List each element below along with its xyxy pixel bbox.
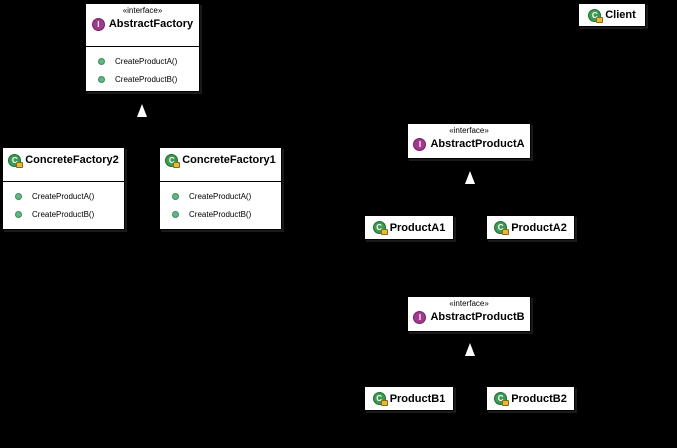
- class-header: C ProductA1: [365, 216, 453, 239]
- class-name: AbstractProductA: [430, 138, 525, 150]
- class-name: Client: [605, 9, 636, 21]
- interface-icon: I: [413, 310, 427, 324]
- compartment-divider: [3, 181, 124, 182]
- key-icon: [596, 16, 604, 23]
- operation-label: CreateProductA(): [115, 56, 178, 66]
- operation-label: CreateProductB(): [32, 209, 95, 219]
- public-operation-icon: [98, 57, 105, 65]
- product-b1-class[interactable]: C ProductB1: [364, 386, 454, 411]
- class-icon: C: [165, 153, 181, 168]
- class-name: ProductA1: [389, 221, 446, 234]
- operation-row[interactable]: CreateProductB(): [160, 205, 281, 223]
- product-a2-class[interactable]: C ProductA2: [486, 215, 575, 240]
- interface-icon: I: [91, 17, 105, 31]
- class-icon: C: [494, 221, 510, 235]
- inheritance-arrow-icon: [465, 343, 475, 356]
- class-header: «interface» I AbstractFactory: [86, 4, 199, 42]
- abstract-product-b-class[interactable]: «interface» I AbstractProductB: [407, 296, 531, 332]
- product-b2-class[interactable]: C ProductB2: [486, 386, 575, 411]
- stereotype-label: «interface»: [449, 299, 489, 308]
- class-name: ProductB2: [511, 392, 567, 405]
- operations-compartment: CreateProductA() CreateProductB(): [3, 182, 124, 227]
- class-header: C ConcreteFactory2: [3, 148, 124, 172]
- compartment-divider: [160, 181, 281, 182]
- class-name: ProductB1: [389, 392, 446, 405]
- concrete-factory1-class[interactable]: C ConcreteFactory1 CreateProductA() Crea…: [159, 147, 282, 230]
- operation-label: CreateProductB(): [115, 74, 178, 84]
- operations-compartment: CreateProductA() CreateProductB(): [86, 47, 199, 92]
- operation-label: CreateProductB(): [189, 209, 252, 219]
- public-operation-icon: [15, 192, 22, 200]
- key-icon: [16, 161, 24, 168]
- class-name: ProductA2: [511, 221, 567, 234]
- abstract-factory-class[interactable]: «interface» I AbstractFactory CreateProd…: [85, 3, 200, 92]
- stereotype-label: «interface»: [122, 6, 163, 15]
- key-icon: [380, 229, 388, 235]
- inheritance-arrow-icon: [137, 104, 147, 117]
- class-icon: C: [372, 221, 388, 235]
- key-icon: [173, 161, 181, 168]
- public-operation-icon: [98, 75, 105, 83]
- class-header: C ProductA2: [487, 216, 574, 239]
- class-name: AbstractFactory: [108, 18, 194, 30]
- abstract-product-a-class[interactable]: «interface» I AbstractProductA: [407, 123, 531, 159]
- operation-row[interactable]: CreateProductA(): [86, 52, 199, 70]
- class-header: «interface» I AbstractProductB: [408, 297, 530, 331]
- operations-compartment: CreateProductA() CreateProductB(): [160, 182, 281, 227]
- operation-label: CreateProductA(): [32, 191, 95, 201]
- product-a1-class[interactable]: C ProductA1: [364, 215, 454, 240]
- class-name: ConcreteFactory2: [25, 154, 119, 166]
- operation-row[interactable]: CreateProductB(): [86, 70, 199, 88]
- class-name: AbstractProductB: [430, 311, 525, 323]
- key-icon: [502, 400, 510, 406]
- class-header: C Client: [579, 4, 645, 26]
- class-header: C ConcreteFactory1: [160, 148, 281, 172]
- concrete-factory2-class[interactable]: C ConcreteFactory2 CreateProductA() Crea…: [2, 147, 125, 230]
- operation-row[interactable]: CreateProductA(): [160, 187, 281, 205]
- operation-label: CreateProductA(): [189, 191, 252, 201]
- public-operation-icon: [15, 210, 22, 218]
- class-header: C ProductB2: [487, 387, 574, 410]
- public-operation-icon: [172, 210, 179, 218]
- key-icon: [502, 229, 510, 235]
- class-icon: C: [372, 392, 388, 406]
- class-icon: C: [8, 153, 24, 168]
- operation-row[interactable]: CreateProductB(): [3, 205, 124, 223]
- client-class[interactable]: C Client: [578, 3, 646, 27]
- class-icon: C: [494, 392, 510, 406]
- key-icon: [380, 400, 388, 406]
- operation-row[interactable]: CreateProductA(): [3, 187, 124, 205]
- class-name: ConcreteFactory1: [182, 154, 276, 166]
- class-icon: C: [588, 8, 604, 23]
- class-header: «interface» I AbstractProductA: [408, 124, 530, 158]
- stereotype-label: «interface»: [449, 126, 489, 135]
- compartment-divider: [86, 46, 199, 47]
- interface-icon: I: [413, 137, 427, 151]
- class-header: C ProductB1: [365, 387, 453, 410]
- inheritance-arrow-icon: [465, 171, 475, 184]
- public-operation-icon: [172, 192, 179, 200]
